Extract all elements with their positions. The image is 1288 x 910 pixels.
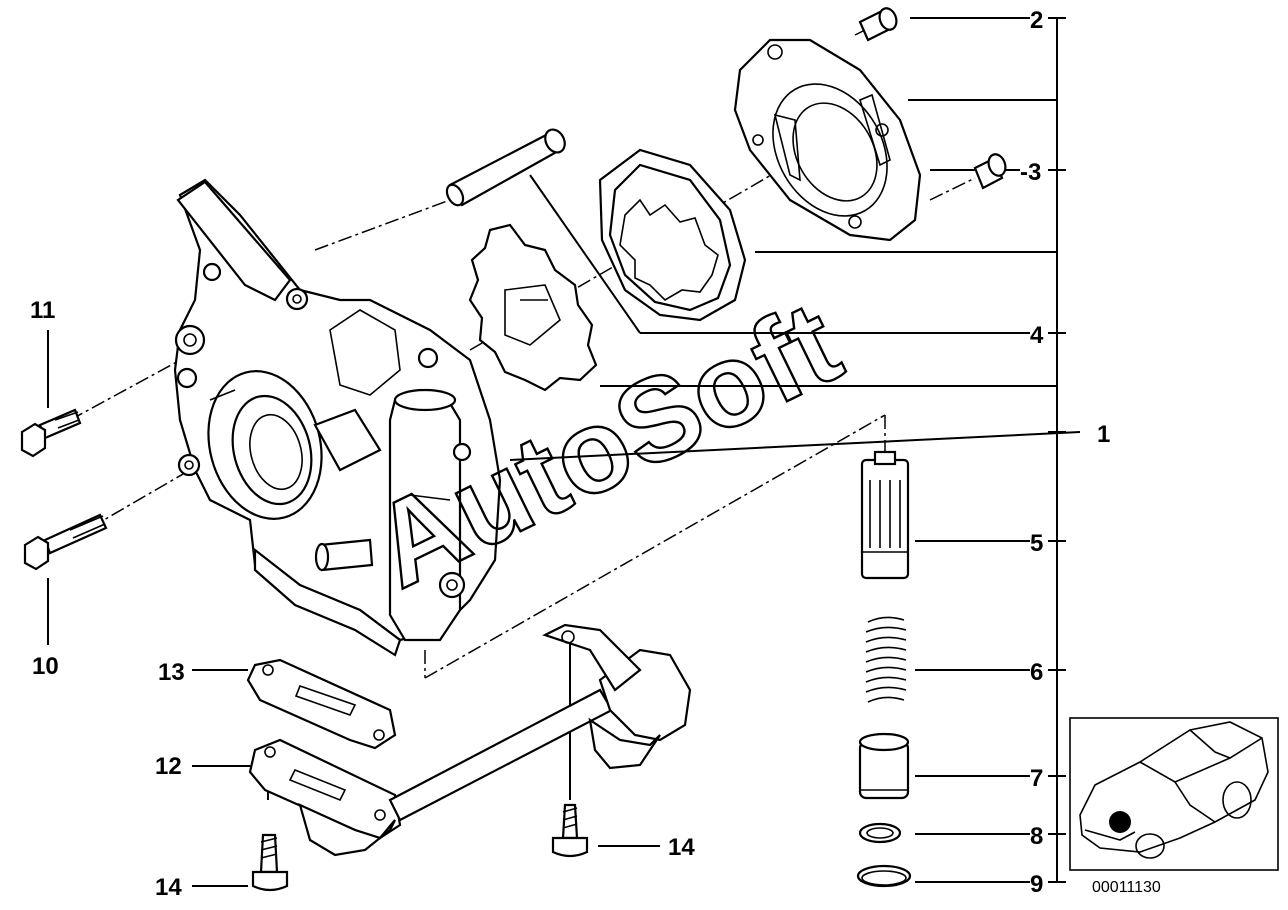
bolt-long-upper [20, 408, 82, 458]
callout-9: 9 [1030, 871, 1043, 898]
callout-14-right: 14 [668, 834, 695, 861]
callout-6: 6 [1030, 659, 1043, 686]
outer-rotor-ring [598, 148, 747, 322]
bracket-lines [600, 17, 1066, 883]
callout-10: 10 [32, 653, 59, 680]
callout-14-left: 14 [155, 874, 182, 901]
reference-number: 00011130 [1092, 879, 1161, 896]
relief-piston [860, 450, 910, 580]
self-tapping-screw-left [251, 833, 289, 892]
callout-4: 4 [1030, 322, 1044, 349]
o-ring-large [856, 864, 912, 888]
oil-pump-housing [173, 178, 502, 657]
guide-pin [445, 128, 566, 207]
vehicle-location-inset: 00011130 [1069, 717, 1279, 896]
cover-screw-side [973, 153, 1007, 190]
gasket [246, 658, 397, 750]
callout-8: 8 [1030, 823, 1043, 850]
cover-screw-top [858, 7, 898, 42]
callout-2: 2 [1030, 7, 1043, 34]
bolt-long-lower [23, 513, 108, 571]
callout-12: 12 [155, 753, 182, 780]
valve-cap [858, 732, 910, 800]
callout-11: 11 [30, 297, 55, 324]
callout-3: -3 [1020, 159, 1041, 186]
callout-5: 5 [1030, 530, 1043, 557]
relief-spring [865, 616, 907, 703]
pump-cover-plate [733, 38, 922, 242]
callout-1: 1 [1097, 421, 1110, 448]
self-tapping-screw-right [551, 803, 589, 858]
inner-rotor-gear [468, 223, 598, 392]
callout-7: 7 [1030, 765, 1043, 792]
callout-13: 13 [158, 659, 185, 686]
oil-pickup-tube [248, 623, 692, 857]
callout-labels: 2 -3 4 1 5 6 7 8 9 11 10 13 12 14 14 [30, 7, 1110, 901]
o-ring-small [858, 822, 902, 844]
